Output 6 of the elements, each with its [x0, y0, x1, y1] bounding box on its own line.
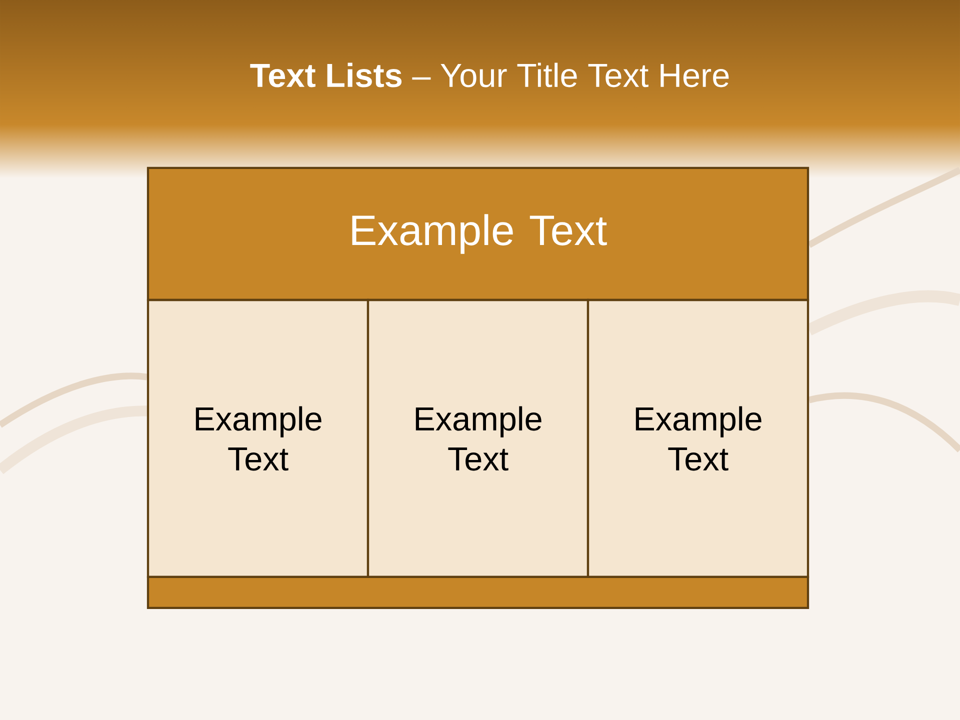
text-box: Example Text [586, 298, 810, 578]
title: Text Lists – Your Title Text Here [250, 62, 729, 88]
bar [146, 576, 810, 610]
header-box: Example Text [146, 166, 810, 302]
text-box: Example Text [366, 298, 590, 578]
text-box: Example Text [146, 298, 370, 578]
